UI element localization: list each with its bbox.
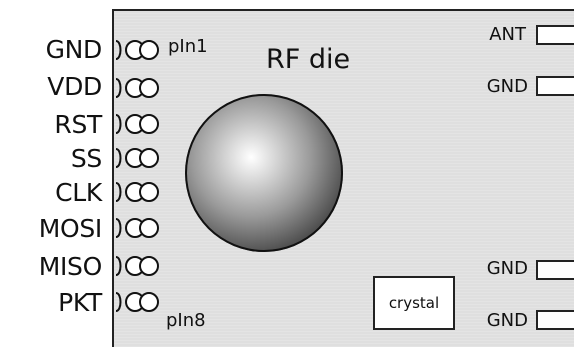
pin-hole-icon [115, 78, 159, 98]
crystal-component: crystal [373, 276, 455, 330]
pin-label-clk: CLK [55, 178, 102, 207]
die-title: RF die [266, 44, 351, 75]
pin-hole-icon [115, 148, 159, 168]
pin-hole-icon [115, 40, 159, 60]
right-pad-ant [536, 25, 574, 45]
pin-label-vdd: VDD [47, 72, 102, 101]
pin-label-rst: RST [54, 110, 102, 139]
pin-label-miso: MISO [38, 252, 103, 281]
pin-label-gnd: GND [45, 35, 103, 64]
rf-die-chip [185, 94, 343, 252]
right-pin-label-gnd-3: GND [486, 310, 528, 331]
pin-hole-icon [115, 182, 159, 202]
pin1-marker: pIn1 [168, 36, 208, 57]
pin-label-mosi: MOSI [38, 214, 103, 243]
pin-label-pkt: PKT [58, 288, 102, 317]
pin-hole-icon [115, 114, 159, 134]
pin-label-ss: SS [70, 144, 102, 173]
pin-hole-icon [115, 256, 159, 276]
pin-header-icons [115, 40, 159, 312]
pin-hole-icon [115, 292, 159, 312]
crystal-label: crystal [388, 294, 440, 312]
right-pin-label-gnd-2: GND [486, 258, 528, 279]
right-pin-label-gnd-1: GND [486, 76, 528, 97]
pin-hole-icon [115, 218, 159, 238]
right-pad-gnd-2 [536, 260, 574, 280]
right-pad-gnd-3 [536, 310, 574, 330]
right-pad-gnd-1 [536, 76, 574, 96]
pin8-marker: pIn8 [166, 310, 206, 331]
right-pin-label-ant: ANT [489, 24, 526, 45]
